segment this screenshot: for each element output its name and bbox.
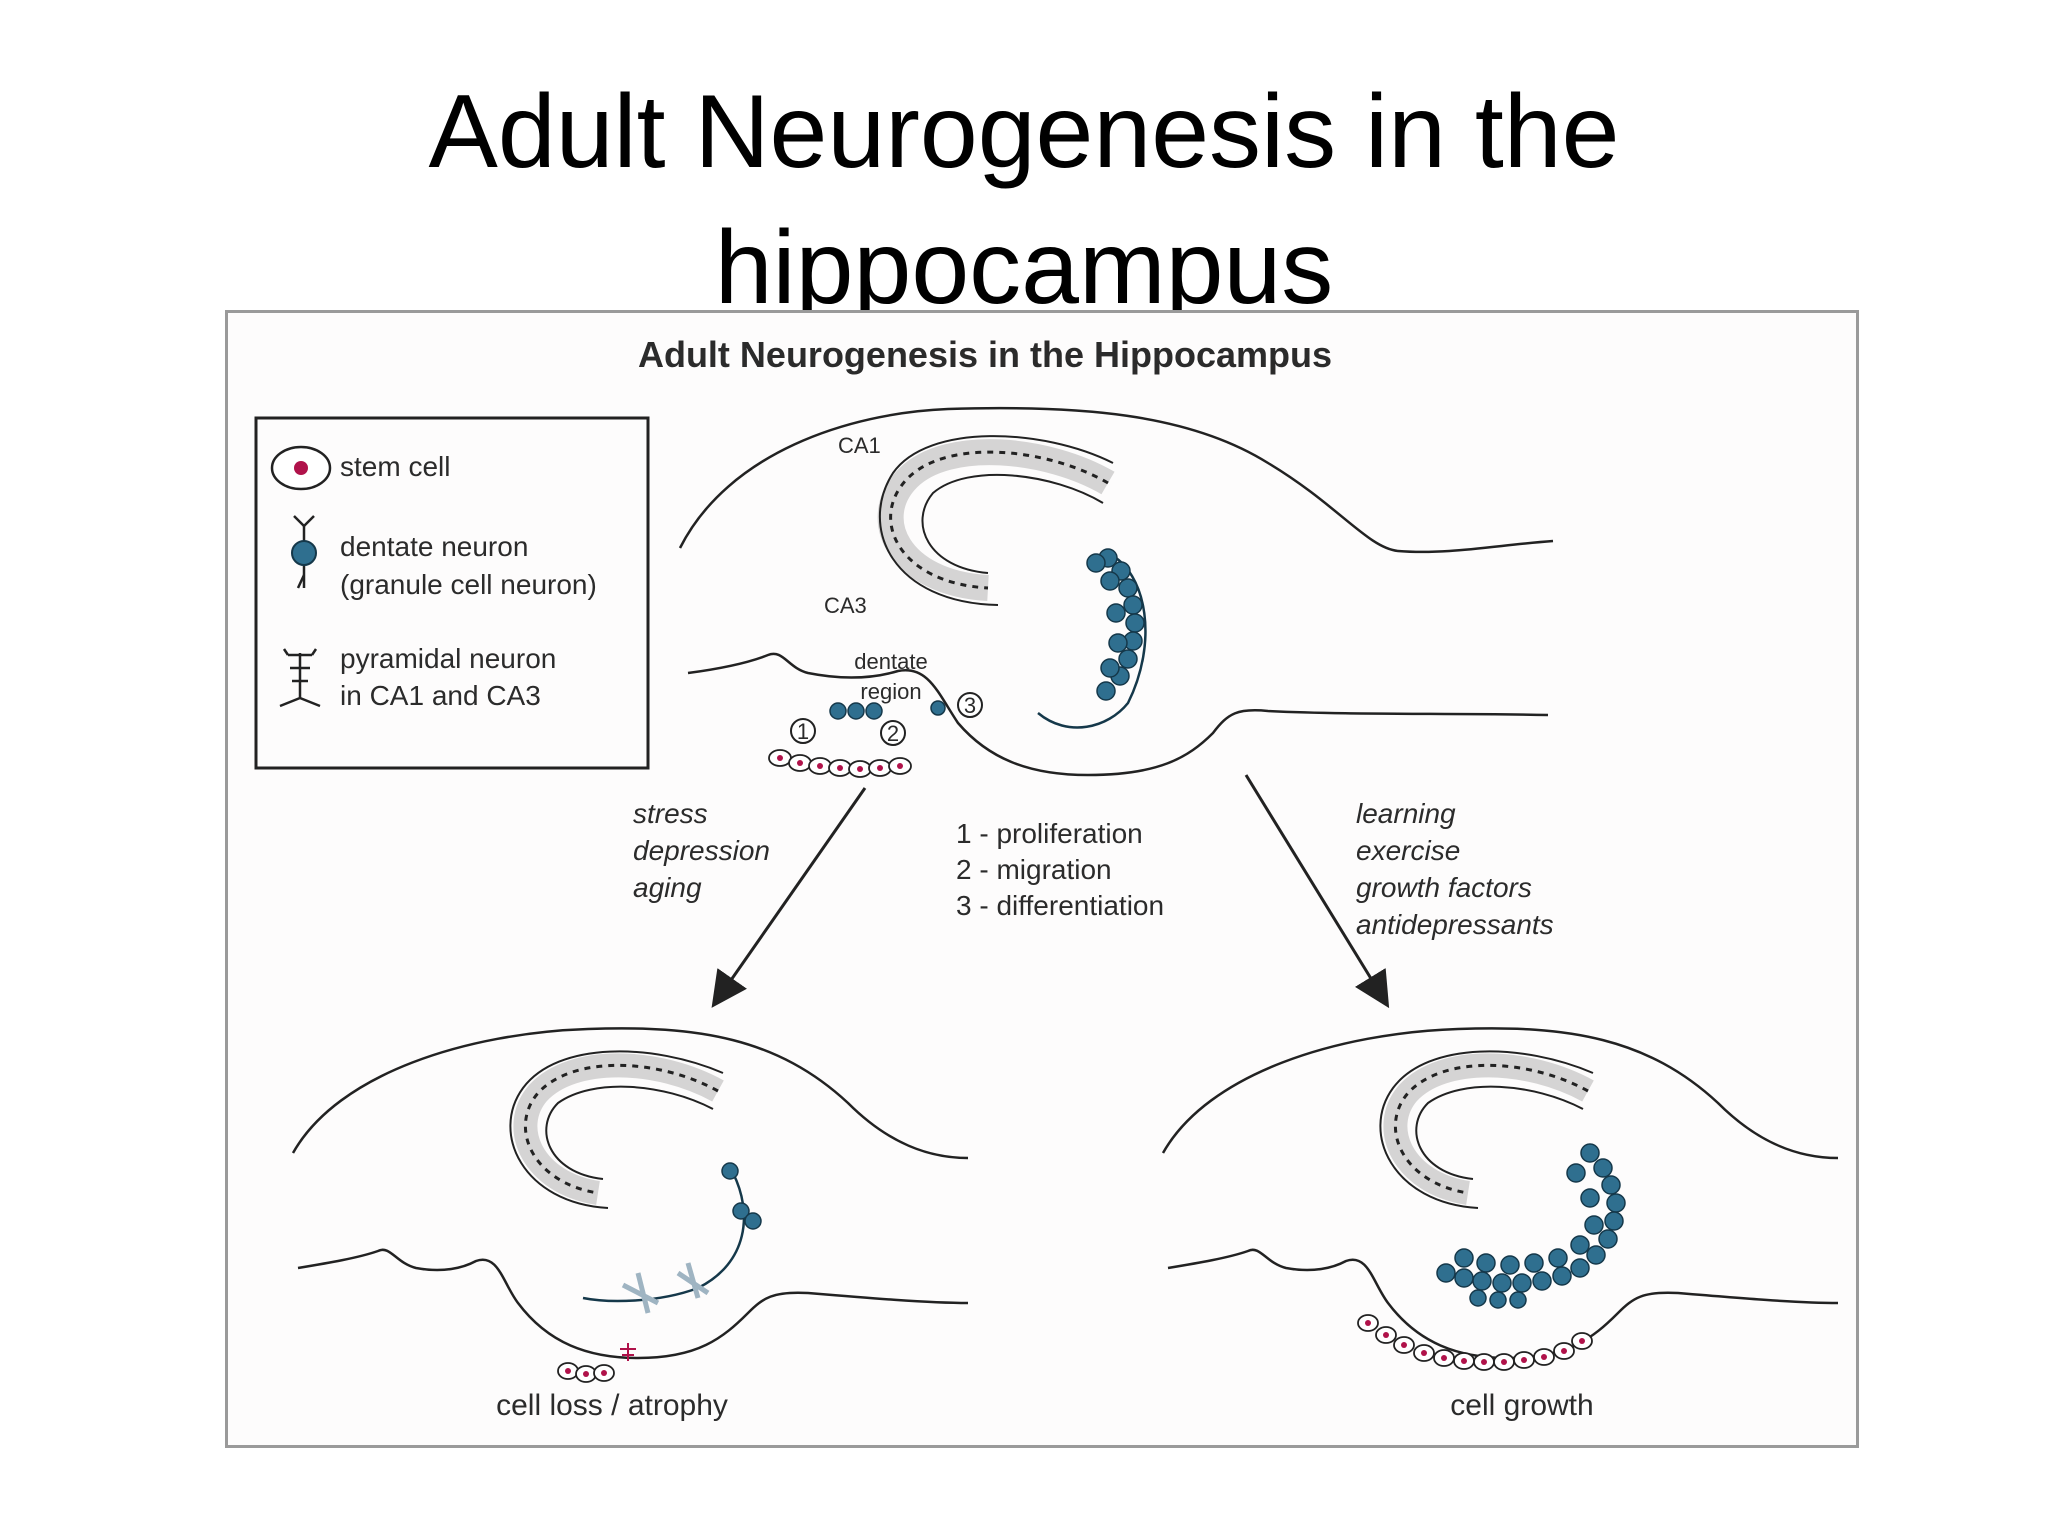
label-ca3: CA3 bbox=[824, 593, 867, 618]
growth-hippocampus: cell growth bbox=[1161, 1027, 1839, 1422]
legend-dentate-line1: dentate neuron bbox=[340, 531, 528, 562]
legend-pyramidal-line2: in CA1 and CA3 bbox=[340, 680, 541, 711]
top-hippocampus: 1 2 3 CA1 CA3 dentate region bbox=[678, 406, 1554, 778]
growth-neurons bbox=[1436, 1143, 1626, 1309]
positive-factors: learning exercise growth factors antidep… bbox=[1356, 798, 1554, 940]
outcome-loss: cell loss / atrophy bbox=[496, 1389, 728, 1422]
cell-death-mark bbox=[620, 1343, 636, 1361]
pos-factor-4: antidepressants bbox=[1356, 909, 1554, 940]
faded-neurons bbox=[621, 1262, 710, 1314]
dentate-neuron-icon bbox=[291, 515, 317, 589]
atrophy-neurons bbox=[721, 1162, 762, 1230]
step-1-text: 1 - proliferation bbox=[956, 818, 1143, 849]
step-1-marker: 1 bbox=[797, 719, 809, 744]
neurogenesis-figure: Adult Neurogenesis in the Hippocampus st… bbox=[225, 310, 1859, 1448]
neg-factor-1: stress bbox=[633, 798, 708, 829]
label-ca1: CA1 bbox=[838, 433, 881, 458]
step-2-marker: 2 bbox=[887, 721, 899, 746]
slide-title-line2: hippocampus bbox=[714, 210, 1334, 326]
pos-factor-3: growth factors bbox=[1356, 872, 1532, 903]
slide-title: Adult Neurogenesis in the hippocampus bbox=[0, 64, 2048, 336]
top-dentate-neurons bbox=[829, 548, 1145, 720]
figure-canvas: Adult Neurogenesis in the Hippocampus st… bbox=[254, 334, 1839, 1422]
arrow-to-growth bbox=[1244, 774, 1390, 1009]
label-dentate-1: dentate bbox=[854, 649, 927, 674]
top-stem-cells bbox=[768, 749, 912, 778]
stem-cell-icon bbox=[270, 445, 332, 491]
negative-factors: stress depression aging bbox=[633, 798, 770, 903]
slide-title-line1: Adult Neurogenesis in the bbox=[428, 74, 1620, 190]
outcome-growth: cell growth bbox=[1450, 1389, 1593, 1422]
atrophy-hippocampus: cell loss / atrophy bbox=[291, 1027, 969, 1422]
legend: stem cell dentate neuron (granule cell n… bbox=[254, 416, 650, 770]
pyramidal-neuron-icon bbox=[279, 648, 321, 708]
growth-stem-cells bbox=[1357, 1314, 1593, 1371]
neg-factor-2: depression bbox=[633, 835, 770, 866]
neg-factor-3: aging bbox=[633, 872, 702, 903]
pos-factor-2: exercise bbox=[1356, 835, 1460, 866]
step-2-text: 2 - migration bbox=[956, 854, 1112, 885]
arrow-to-loss bbox=[711, 787, 867, 1008]
atrophy-stem-cells bbox=[557, 1362, 615, 1383]
step-3-text: 3 - differentiation bbox=[956, 890, 1164, 921]
legend-pyramidal-line1: pyramidal neuron bbox=[340, 643, 556, 674]
step-3-marker: 3 bbox=[964, 693, 976, 718]
legend-dentate-line2: (granule cell neuron) bbox=[340, 569, 597, 600]
figure-heading: Adult Neurogenesis in the Hippocampus bbox=[638, 334, 1332, 375]
steps-list: 1 - proliferation 2 - migration 3 - diff… bbox=[956, 818, 1164, 921]
label-dentate-2: region bbox=[860, 679, 921, 704]
legend-stem-cell: stem cell bbox=[340, 451, 450, 482]
pos-factor-1: learning bbox=[1356, 798, 1456, 829]
